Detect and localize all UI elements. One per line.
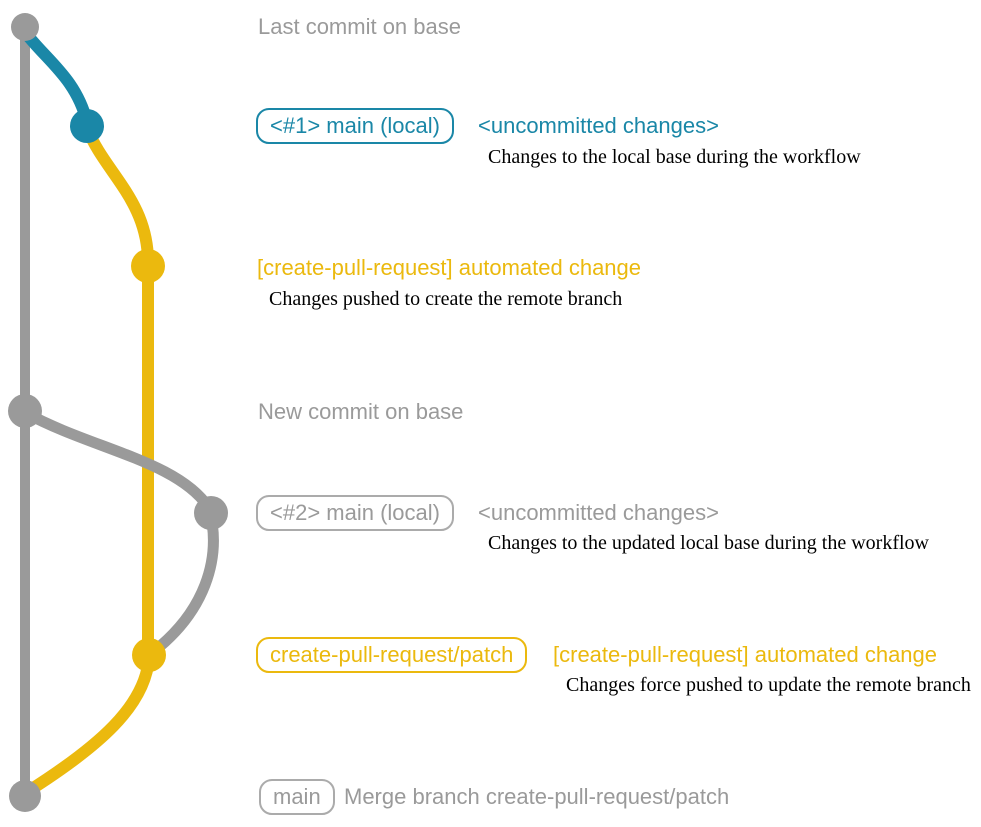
commit-node-local-main-2 xyxy=(194,496,228,530)
branch-badge-main: main xyxy=(259,779,335,815)
commit-message-automated-change-2: [create-pull-request] automated change xyxy=(553,642,938,667)
commit-node-local-main-1 xyxy=(70,109,104,143)
branch-badge-main-local-2: <#2> main (local) xyxy=(256,495,454,531)
patch-branch-edge xyxy=(81,122,154,658)
patch-merge-edge xyxy=(21,651,155,798)
local-main-branch-edge xyxy=(19,26,93,128)
note-changes-pushed: Changes pushed to create the remote bran… xyxy=(269,288,623,310)
commit-message-uncommitted-changes-1: <uncommitted changes> xyxy=(478,113,719,138)
caption-new-commit-on-base: New commit on base xyxy=(258,399,464,424)
commit-node-patch-1 xyxy=(131,249,165,283)
commit-node-last-base xyxy=(11,13,39,41)
branch-badge-main-local-1: <#1> main (local) xyxy=(256,108,454,144)
commit-node-patch-2 xyxy=(132,638,166,672)
branch-badge-create-pull-request-patch: create-pull-request/patch xyxy=(256,637,528,673)
note-changes-force-pushed: Changes force pushed to update the remot… xyxy=(566,674,971,696)
commit-message-automated-change-1: [create-pull-request] automated change xyxy=(257,255,642,280)
commit-message-uncommitted-changes-2: <uncommitted changes> xyxy=(478,500,719,525)
commit-node-merge xyxy=(9,780,41,812)
rebased-main-edge xyxy=(20,407,219,658)
note-updated-local-base-changes: Changes to the updated local base during… xyxy=(488,532,929,554)
commit-node-new-base xyxy=(8,394,42,428)
commit-message-merge-branch: Merge branch create-pull-request/patch xyxy=(344,784,730,809)
caption-last-commit-on-base: Last commit on base xyxy=(258,14,461,39)
note-local-base-changes: Changes to the local base during the wor… xyxy=(488,146,861,168)
